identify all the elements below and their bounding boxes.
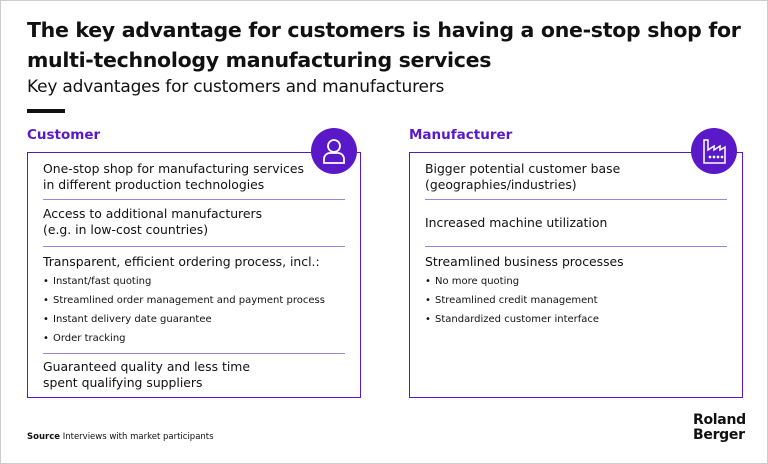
bullet: Streamlined credit management: [425, 291, 727, 310]
customer-item: Transparent, efficient ordering process,…: [43, 254, 345, 348]
bullet: No more quoting: [425, 272, 727, 291]
manufacturer-item: Increased machine utilization: [425, 215, 608, 230]
divider: [43, 246, 345, 247]
manufacturer-item: Bigger potential customer base(geographi…: [425, 161, 621, 192]
divider: [425, 246, 727, 247]
manufacturer-item: Streamlined business processes No more q…: [425, 254, 727, 329]
divider: [425, 199, 727, 200]
customer-item: One-stop shop for manufacturing services…: [43, 161, 304, 192]
bullet: Instant delivery date guarantee: [43, 310, 345, 329]
person-icon: [311, 128, 357, 174]
bullet: Streamlined order management and payment…: [43, 291, 345, 310]
customer-item: Guaranteed quality and less time spent q…: [43, 359, 250, 390]
divider: [43, 199, 345, 200]
customer-heading: Customer: [27, 127, 101, 143]
page-title: The key advantage for customers is havin…: [27, 18, 741, 72]
bullet: Instant/fast quoting: [43, 272, 345, 291]
subtitle: Key advantages for customers and manufac…: [27, 77, 445, 97]
source-note: Source Interviews with market participan…: [27, 432, 214, 442]
manufacturer-box: Bigger potential customer base(geographi…: [409, 152, 743, 398]
bullet: Standardized customer interface: [425, 310, 727, 329]
divider: [43, 353, 345, 354]
manufacturer-heading: Manufacturer: [409, 127, 513, 143]
title-underline: [27, 109, 65, 113]
factory-icon: [691, 128, 737, 174]
customer-box: One-stop shop for manufacturing services…: [27, 152, 361, 398]
customer-item: Access to additional manufacturers(e.g. …: [43, 206, 263, 237]
bullet: Order tracking: [43, 329, 345, 348]
